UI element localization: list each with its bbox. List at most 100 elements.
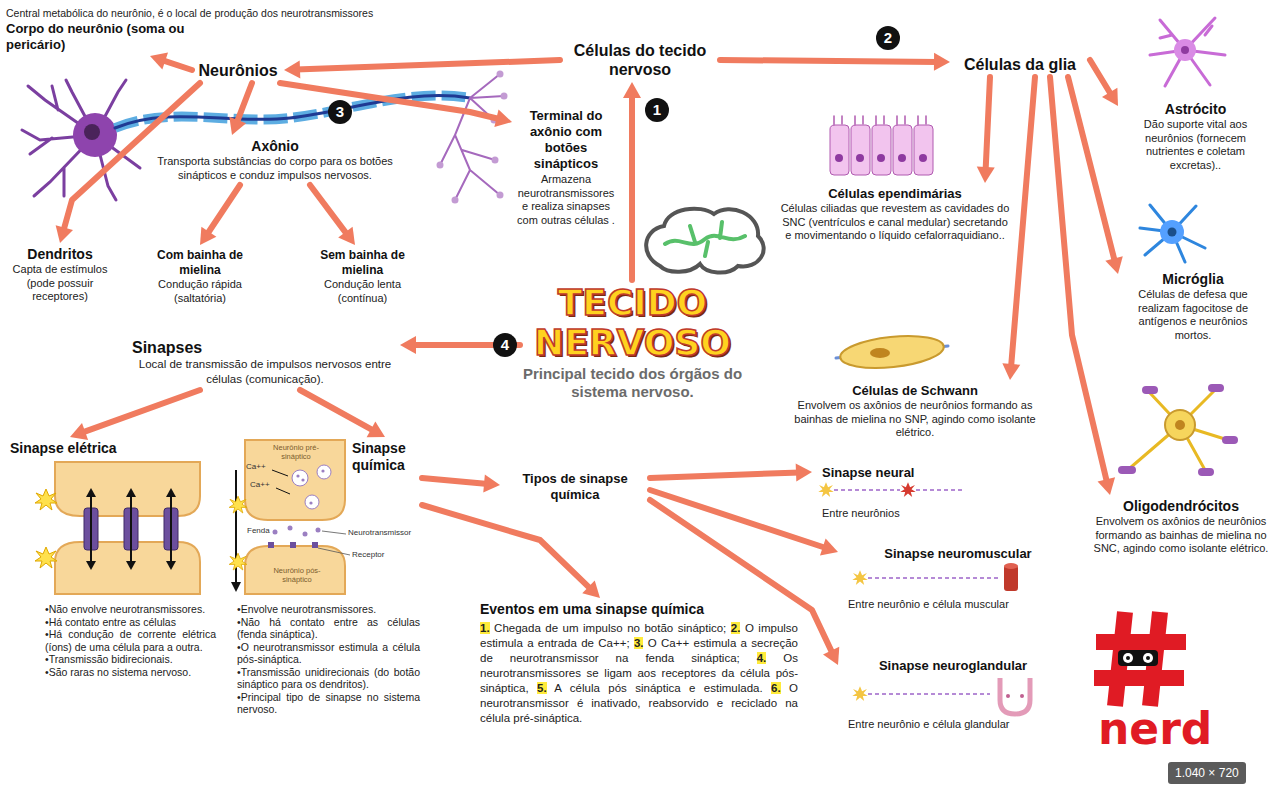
arrowhead <box>70 423 88 440</box>
glia-illustrations-part <box>877 154 885 162</box>
cell-body <box>73 113 117 157</box>
step-number: 5. <box>537 682 547 694</box>
synapse-type-illustrations-part <box>1020 694 1024 698</box>
arrowhead <box>400 336 416 354</box>
connector-arrow <box>150 53 192 70</box>
body-text: Armazena neurotransmissores e realiza si… <box>514 173 618 227</box>
glia-illustrations-part <box>1160 220 1184 244</box>
synapse-type-illustrations-part <box>1000 678 1030 714</box>
body-text: Entre neurônio e célula glandular <box>840 718 1066 732</box>
electrical-synapse-illustration-part <box>166 488 176 497</box>
nerd-logo-part <box>1146 656 1150 660</box>
glia-illustrations-part <box>1198 468 1214 476</box>
glia-illustrations-part <box>893 125 912 175</box>
step-text: A célula pós sináptica e estimulada. <box>547 682 771 694</box>
glia-illustrations-part <box>914 125 933 175</box>
concept-node: OligodendrócitosEnvolvem os axônios de n… <box>1082 495 1280 559</box>
concept-node: Células da glia <box>950 52 1090 77</box>
glia-illustrations-part <box>1165 410 1195 440</box>
glia-illustrations-part <box>1168 228 1177 237</box>
synapse-type-illustrations-part <box>868 693 990 695</box>
arrowhead <box>494 110 512 128</box>
concept-node: Células do tecido nervoso <box>560 38 720 82</box>
callout-number: 4 <box>493 333 517 357</box>
connector-line <box>650 472 800 478</box>
connector-line <box>236 83 252 124</box>
glia-illustrations-part <box>856 154 864 162</box>
synapse-type-illustrations-part <box>852 686 867 701</box>
connector-arrow <box>70 390 200 440</box>
concept-node: AstrócitoDão suporte vital aos neurônios… <box>1118 98 1273 175</box>
heading-text: Sinapse neuroglandular <box>840 658 1066 674</box>
body-text: Condução lenta (contínua) <box>302 278 423 305</box>
connector-line <box>986 77 990 171</box>
synapse-type-illustrations-part <box>1004 563 1018 569</box>
electrical-synapse-illustration-part <box>35 547 57 568</box>
connector-line <box>81 390 200 433</box>
glia-illustrations-part <box>839 332 946 373</box>
connector-line <box>422 505 591 590</box>
glia-illustrations-part <box>898 154 906 162</box>
chemical-synapse-illustration-part <box>317 465 331 479</box>
chemical-synapse-illustration-part <box>272 470 290 494</box>
nucleus <box>84 124 100 140</box>
part-label: Neurotransmissor <box>348 528 411 538</box>
glia-illustrations-part <box>870 348 890 358</box>
arrowhead <box>338 227 355 245</box>
synapse-type-illustrations-part <box>818 482 833 497</box>
connector-arrow <box>1050 77 1115 495</box>
heading-text: Micróglia <box>1120 271 1266 288</box>
step-number: 3. <box>634 637 644 649</box>
concept-node: DendritosCapta de estímulos (pode possui… <box>5 243 115 307</box>
nerd-logo-part <box>1126 656 1130 660</box>
step-number: 6. <box>771 682 781 694</box>
connector-line <box>1011 77 1035 368</box>
connector-line <box>629 94 635 280</box>
connector-arrow <box>977 77 995 183</box>
glia-illustrations-part <box>1174 39 1196 61</box>
chemical-synapse-illustration-part-part <box>273 530 278 535</box>
image-size-badge: 1.040 × 720 <box>1168 762 1246 784</box>
concept-node: Terminal do axônio com botões sinápticos… <box>512 105 620 230</box>
synapse-type-illustrations-part <box>852 570 867 585</box>
connector-line <box>422 478 488 484</box>
chemical-synapse-illustration-part-part <box>316 528 321 533</box>
heading-text: Axônio <box>152 138 398 155</box>
connector-arrow <box>1090 60 1118 106</box>
concept-node: Sinapse neuroglandularEntre neurônio e c… <box>838 655 1068 735</box>
arrowhead <box>1002 363 1020 380</box>
electrical-synapse-illustration-part <box>166 561 176 570</box>
heading-text: Central metabólica do neurônio, é o loca… <box>6 7 542 20</box>
connector-arrow <box>200 185 240 245</box>
body-text: Transporta substâncias do corpo para os … <box>152 155 398 182</box>
connector-arrow <box>623 82 641 280</box>
arrowhead <box>977 167 995 183</box>
connector-line <box>300 390 374 431</box>
chemical-synapse-illustration-part <box>318 531 350 555</box>
neuron-illustration <box>22 71 508 204</box>
brain-icon <box>646 209 763 273</box>
body-text: •Transmissão unidirecionais (do botão si… <box>234 666 420 691</box>
chemical-synapse-illustration-part-part <box>288 526 293 531</box>
part-label: Fenda <box>247 526 270 536</box>
callout-number: 2 <box>876 26 900 50</box>
body-text: Capta de estímulos (pode possuir recepto… <box>7 263 113 304</box>
body-text: •Há contato entre as células <box>10 616 216 629</box>
dendrite <box>22 80 140 200</box>
arrowhead <box>229 117 246 135</box>
connector-arrow <box>284 60 560 78</box>
part-label: Ca++ <box>250 480 270 490</box>
connector-line <box>161 60 192 70</box>
body-text: •Envolve neurotransmissores. <box>234 603 420 616</box>
nerd-logo-part <box>1094 612 1186 706</box>
synapse-type-illustrations-part <box>834 489 962 491</box>
chemical-synapse-illustration-part-part <box>296 474 299 477</box>
connector-arrow <box>310 185 355 245</box>
concept-node: MicrógliaCélulas de defesa que realizam … <box>1118 268 1268 345</box>
connector-line <box>720 60 938 62</box>
connector-arrow <box>300 390 385 437</box>
concept-node: Eventos em uma sinapse química1. Chegada… <box>478 598 800 729</box>
heading-text: Sinapses <box>132 338 398 357</box>
connector-line <box>1050 77 1107 483</box>
part-label: Ca++ <box>246 462 266 472</box>
